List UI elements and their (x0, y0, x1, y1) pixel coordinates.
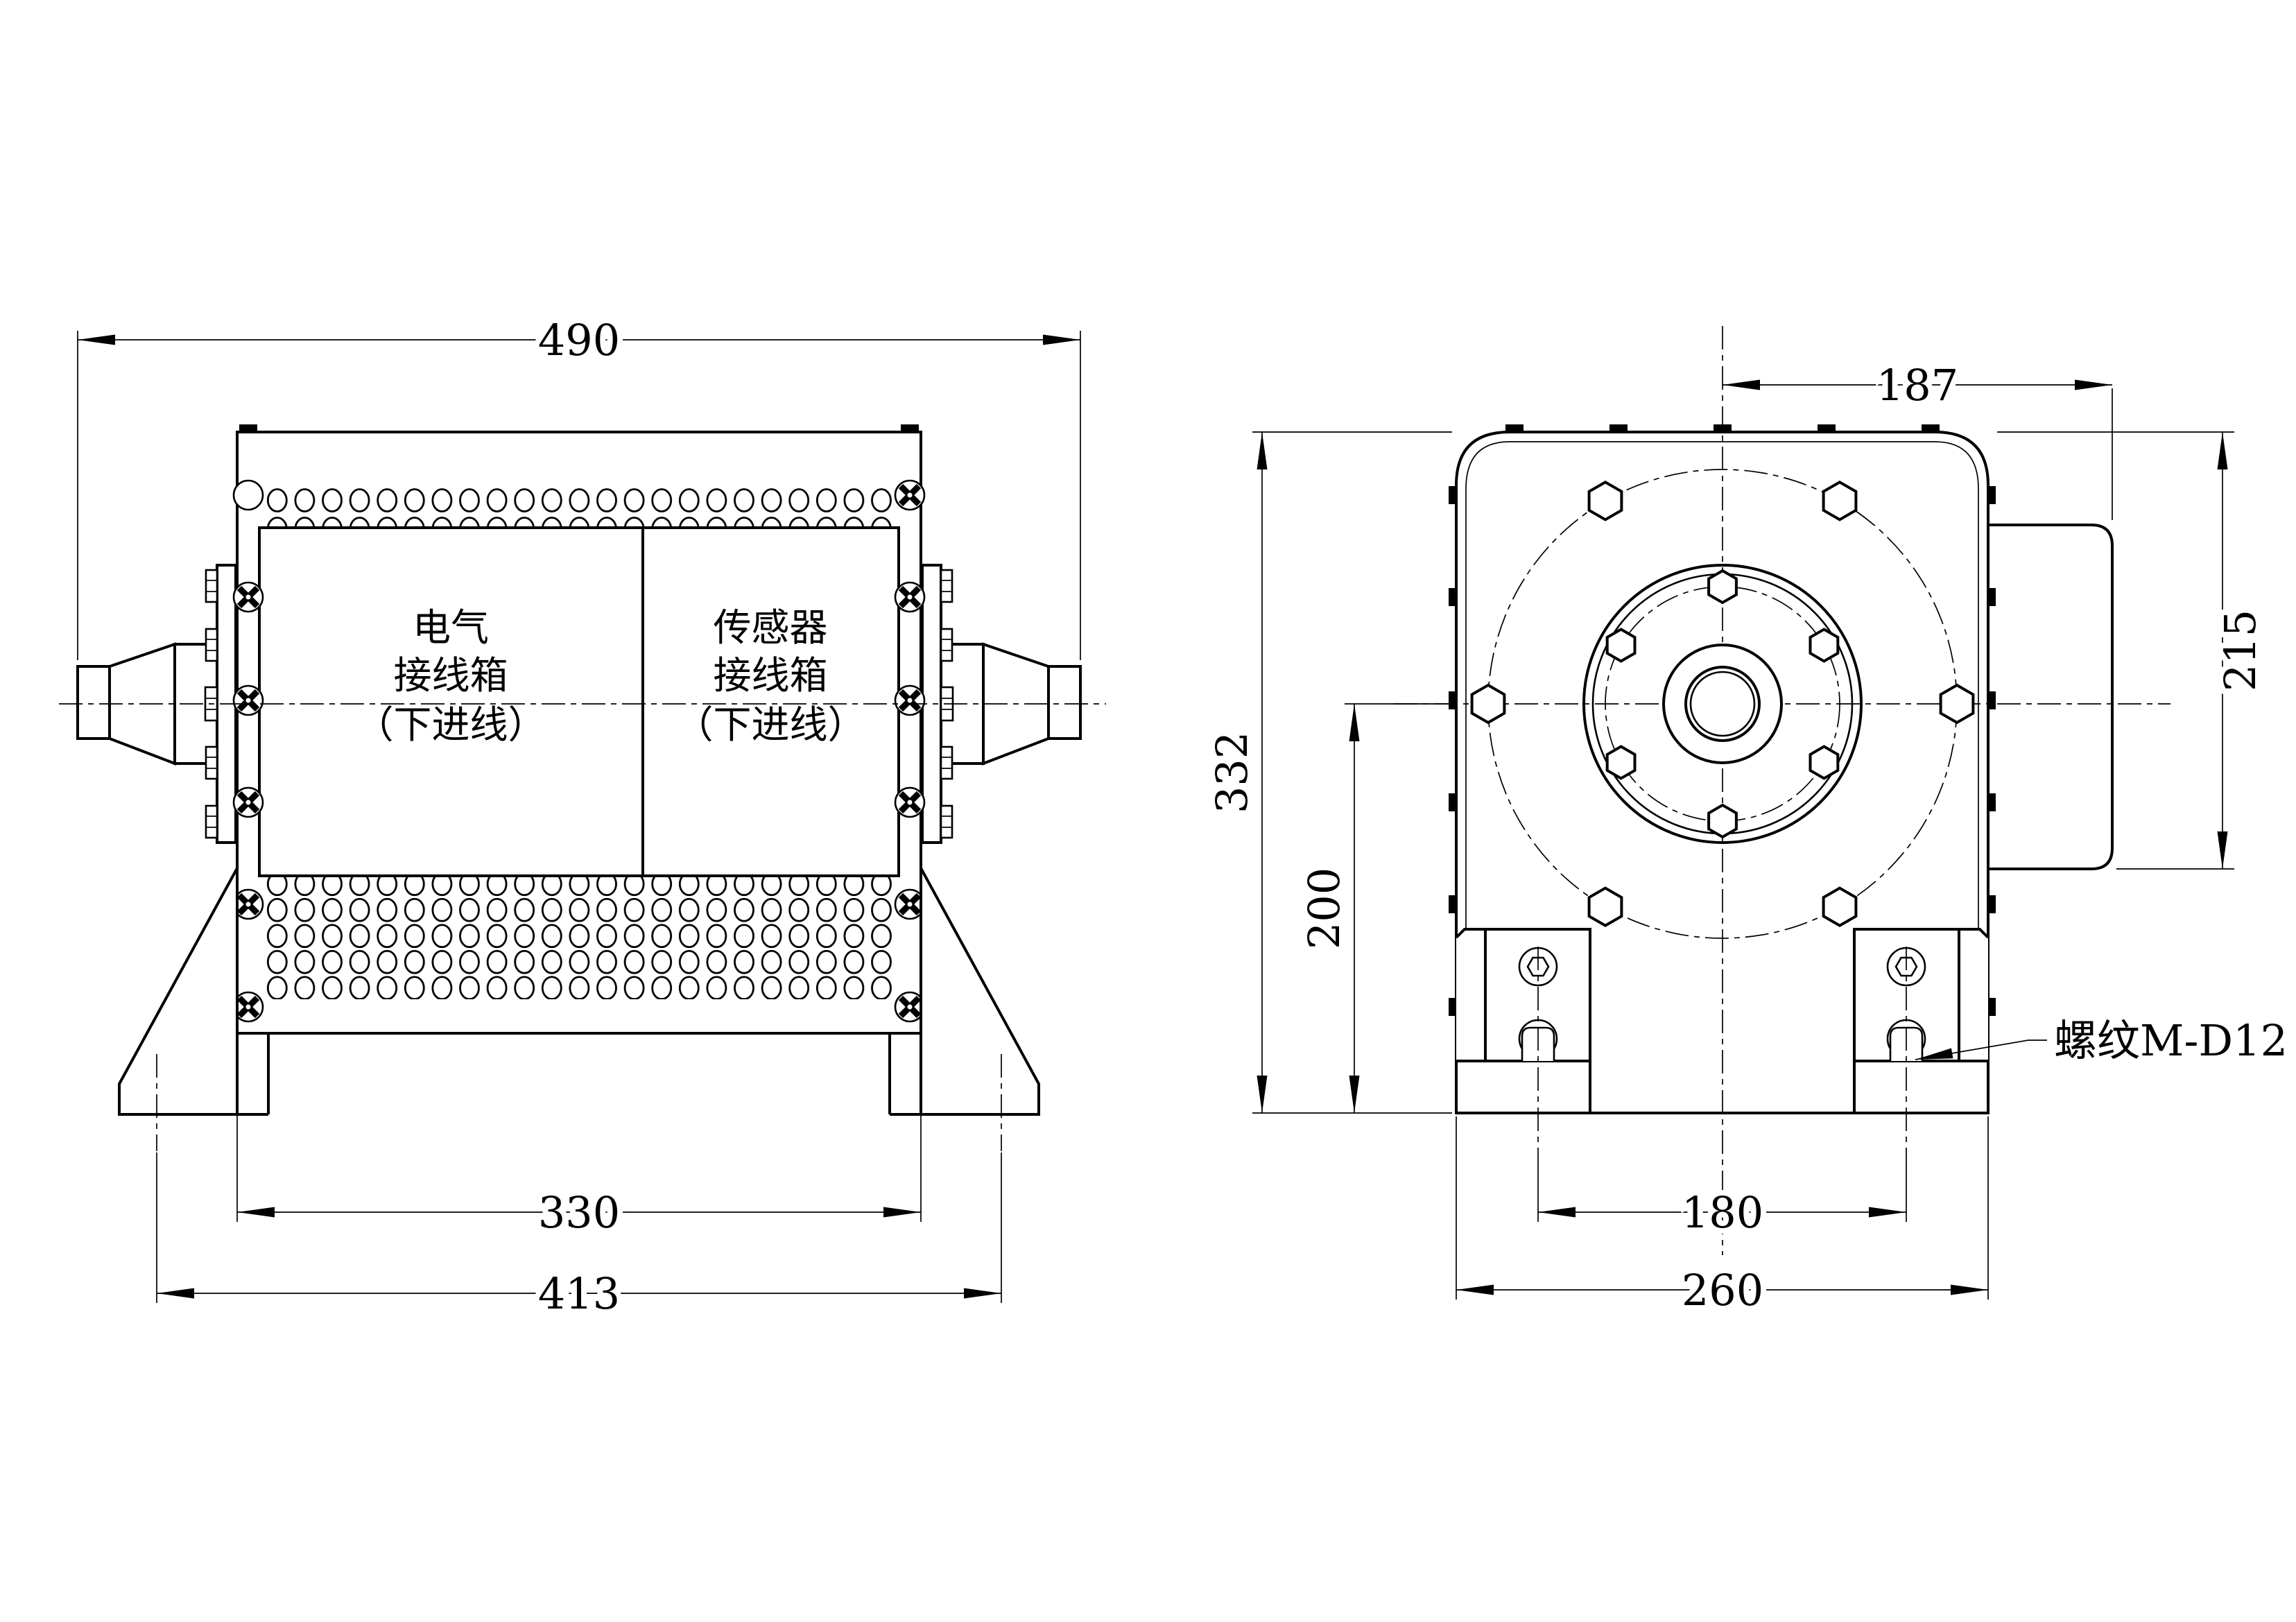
dimension-center-height: 200 (1293, 703, 1449, 1113)
hex-bolt-icon (1587, 480, 1623, 521)
electrical-box-line2: 接线箱 (393, 653, 508, 698)
hex-bolt-icon (1605, 745, 1637, 780)
sensor-box-line2: 接线箱 (713, 653, 827, 698)
dim-180: 180 (1682, 1187, 1763, 1238)
electrical-box-line3: （下进线） (355, 702, 546, 747)
dimension-overall-height: 332 (1201, 431, 1452, 1114)
dim-187: 187 (1876, 360, 1958, 411)
hex-bolt-icon (1707, 803, 1738, 839)
top-lug-left (239, 424, 257, 432)
foot-block-left (1455, 928, 1591, 1148)
side-view: 187 215 332 200 180 (1201, 326, 2288, 1321)
hex-bolt-icon (1605, 628, 1637, 663)
dimension-overall-width: 490 (77, 309, 1081, 660)
thread-note-text: 螺纹M-D12 (2054, 1015, 2288, 1066)
dimension-foot-hole-spacing: 180 (1537, 1148, 1907, 1243)
hex-bolt-icon (1939, 683, 1975, 725)
hex-bolt-icon (1470, 683, 1506, 725)
foot-right (888, 868, 1040, 1151)
phillips-screw-icon (894, 479, 926, 511)
dim-332: 332 (1207, 732, 1257, 813)
vent-grid-top (264, 486, 895, 528)
electrical-box-line1: 电气 (413, 605, 489, 650)
hex-bolt-icon (1809, 628, 1840, 663)
phillips-screw-icon (232, 786, 264, 818)
phillips-screw-icon (894, 786, 926, 818)
front-view: 电气 接线箱 （下进线） 传感器 接线箱 （下进线） (59, 309, 1106, 1325)
flange-bolts-right (940, 569, 954, 839)
wall-screws (232, 479, 926, 1023)
rear-housing (1987, 524, 2114, 870)
hex-bolt-icon (1707, 569, 1738, 605)
dimension-overall-depth: 260 (1456, 1116, 1989, 1321)
phillips-screw-icon (894, 581, 926, 613)
phillips-screw-icon (232, 479, 264, 511)
foot-left (118, 868, 270, 1151)
electrical-box-label: 电气 接线箱 （下进线） (355, 605, 546, 747)
hex-bolt-icon (1822, 886, 1858, 928)
dimension-body-width: 330 (236, 1037, 922, 1243)
sensor-box-line3: （下进线） (675, 702, 865, 747)
vent-grid-bottom (264, 871, 895, 999)
junction-box-panel (258, 526, 900, 877)
inner-hex-bolts (1605, 569, 1840, 839)
top-lug-right (901, 424, 919, 432)
hex-bolt-icon (1587, 886, 1623, 928)
dim-490: 490 (538, 315, 620, 365)
dimension-center-to-rear: 187 (1723, 354, 2113, 520)
hex-bolt-icon (1809, 745, 1840, 780)
dim-330: 330 (538, 1187, 620, 1238)
flange-bolts-left (204, 569, 218, 839)
sensor-box-line1: 传感器 (713, 605, 827, 650)
dim-260: 260 (1682, 1265, 1763, 1315)
phillips-screw-icon (894, 888, 926, 920)
flange-face (1487, 469, 1958, 939)
shaft-bore (1684, 666, 1761, 742)
dimension-top-to-flange-bottom: 215 (1997, 431, 2271, 870)
sensor-box-label: 传感器 接线箱 （下进线） (675, 605, 865, 747)
hex-bolt-icon (1822, 480, 1858, 521)
thread-note-leader: 螺纹M-D12 (1915, 1015, 2288, 1066)
phillips-screw-icon (232, 991, 264, 1023)
phillips-screw-icon (232, 684, 264, 716)
dim-200: 200 (1299, 868, 1349, 949)
outer-hex-bolts (1470, 480, 1975, 928)
dim-413: 413 (538, 1268, 620, 1319)
dimension-foot-bolt-spacing: 413 (156, 1153, 1002, 1325)
phillips-screw-icon (232, 581, 264, 613)
phillips-screw-icon (894, 684, 926, 716)
cover-plate-edge (1465, 441, 1979, 1033)
dim-215: 215 (2215, 610, 2265, 691)
